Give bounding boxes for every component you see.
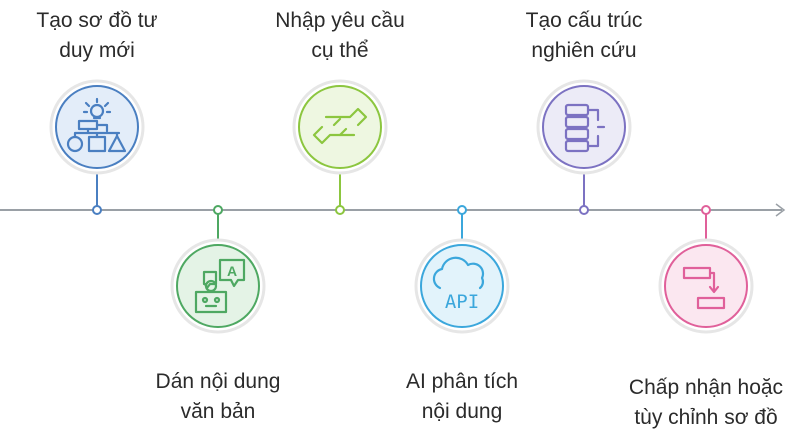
flow-arrow-icon [682,266,726,310]
step-axis-dot [701,205,711,215]
step-circle [420,244,504,328]
letter-a-text: A [227,263,237,279]
step-label: Nhập yêu cầu cụ thể [275,9,405,62]
step-label: Tạo cấu trúc nghiên cứu [525,9,643,62]
robot-chat-icon: A [194,258,246,314]
step-label: Tạo sơ đồ tư duy mới [36,9,158,62]
step-label: Chấp nhận hoặc tùy chỉnh sơ đồ [628,376,784,429]
step-axis-dot [457,205,467,215]
step-label: AI phân tích nội dung [405,370,519,423]
api-text: API [445,291,479,313]
step-axis-dot [335,205,345,215]
step-axis-dot [579,205,589,215]
timeline-arrow [775,203,786,217]
timeline-step: A [170,205,266,334]
step-axis-dot [213,205,223,215]
timeline-step [292,79,388,215]
timeline-step [536,79,632,215]
step-circle [664,244,748,328]
step-label: Dán nội dung văn bản [155,370,281,423]
step-circle [176,244,260,328]
timeline-step: API [414,205,510,334]
timeline-step [49,79,145,215]
flowchart-lightbulb-icon [66,97,127,153]
cloud-api-icon: API [432,256,485,313]
step-circle [298,85,382,169]
exchange-arrows-icon [312,107,368,145]
timeline-step [658,205,754,334]
list-structure-icon [564,103,606,153]
step-axis-dot [92,205,102,215]
